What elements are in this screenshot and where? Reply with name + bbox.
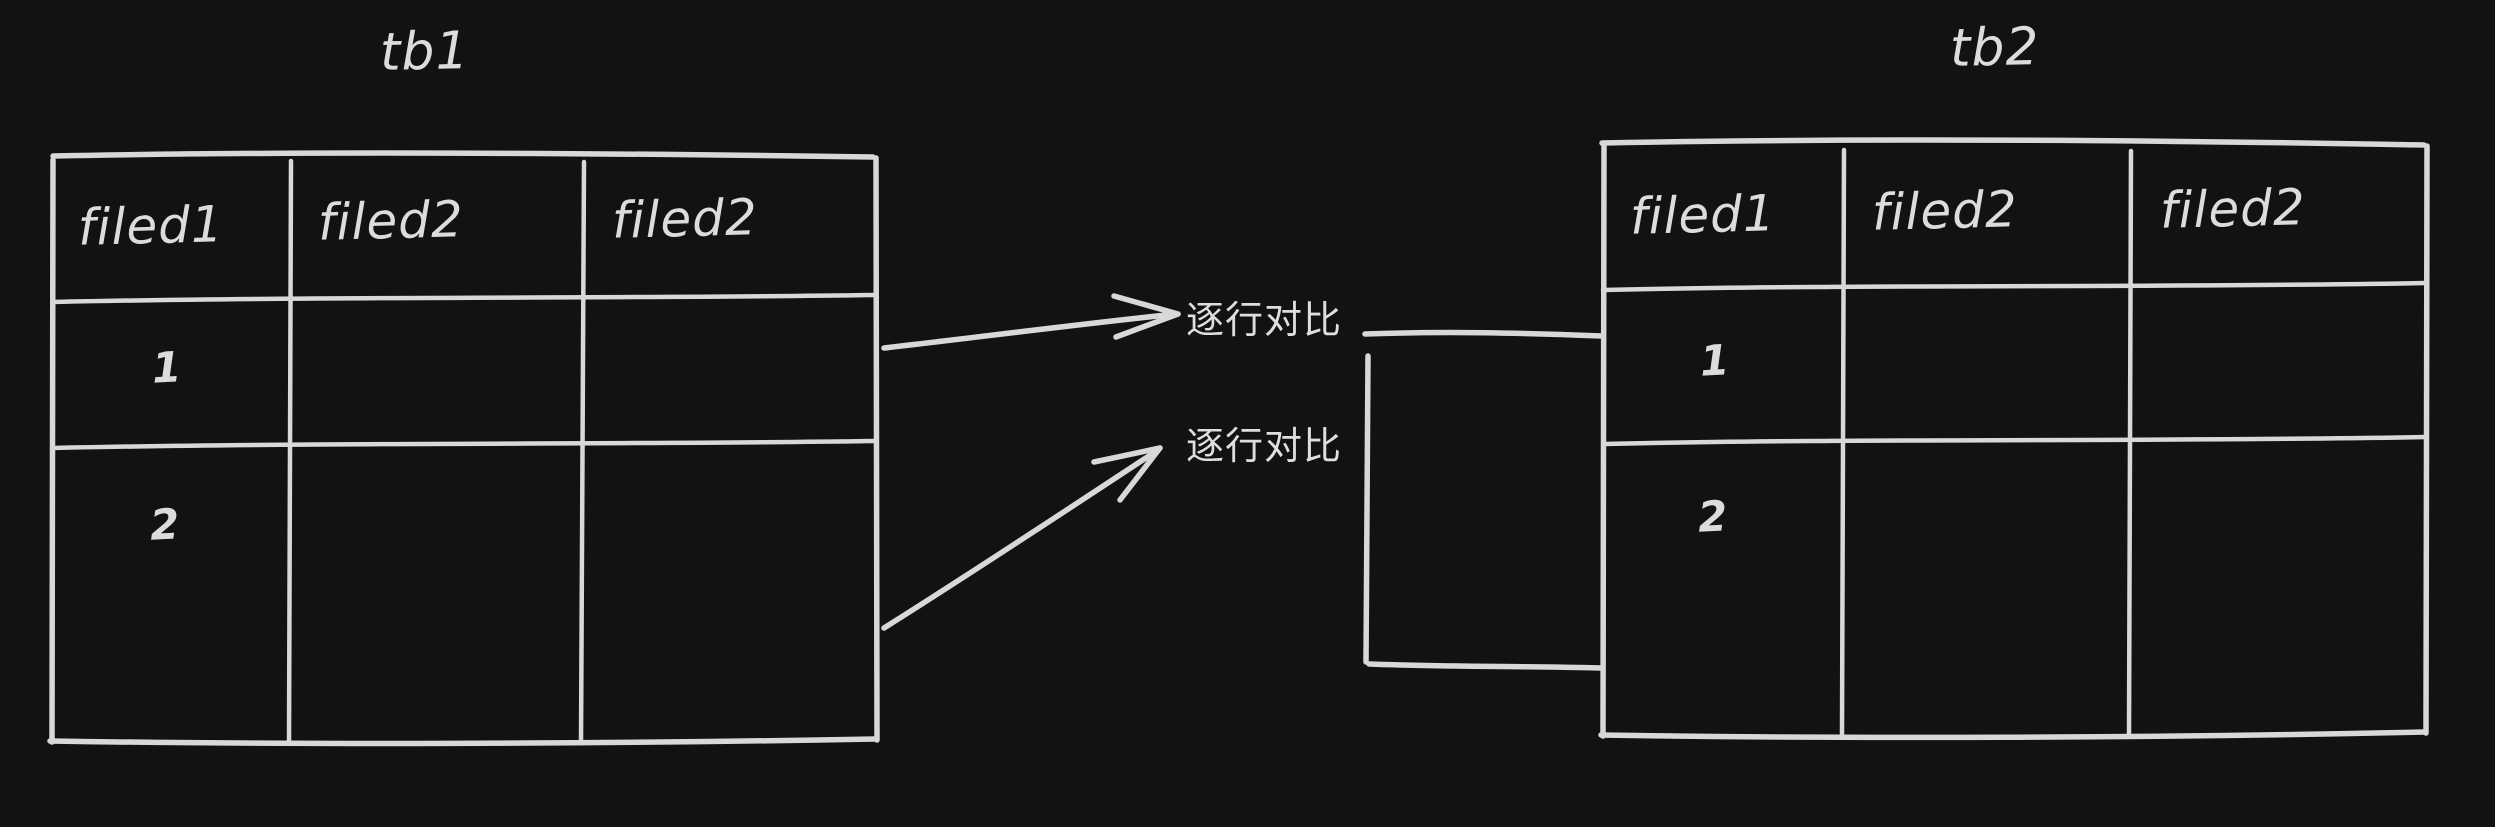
- arrow-row-1: [881, 293, 1181, 351]
- table-tb1-col-dividers: [286, 158, 587, 746]
- tb2-cell-r2c1: 2: [1696, 491, 1730, 542]
- tb1-header-filed2-a: filed2: [317, 190, 465, 252]
- tb2-header-filed2-b: filed2: [2159, 178, 2307, 240]
- tb1-cell-r1c1: 1: [150, 342, 184, 393]
- tb1-cell-r2c1: 2: [148, 499, 182, 550]
- arrow-row-2: [881, 445, 1163, 631]
- table-tb2-row-dividers: [1600, 280, 2429, 447]
- bracket-connector: [1362, 329, 1606, 671]
- tb2-cell-r1c1: 1: [1698, 335, 1732, 386]
- table-tb1-title: tb1: [379, 21, 471, 83]
- table-tb1-frame: [47, 150, 880, 747]
- annotation-compare-row-1: 逐行对比: [1186, 298, 1343, 342]
- table-tb2-title: tb2: [1949, 17, 2041, 79]
- tb1-header-filed2-b: filed2: [611, 188, 759, 250]
- tb2-header-filed1: filed1: [1629, 184, 1777, 246]
- table-tb2-frame: [1598, 137, 2430, 741]
- annotation-compare-row-2: 逐行对比: [1186, 424, 1343, 468]
- tb1-header-filed1: filed1: [77, 195, 225, 257]
- table-tb1-row-dividers: [50, 292, 878, 451]
- tb2-header-filed2-a: filed2: [1871, 180, 2019, 242]
